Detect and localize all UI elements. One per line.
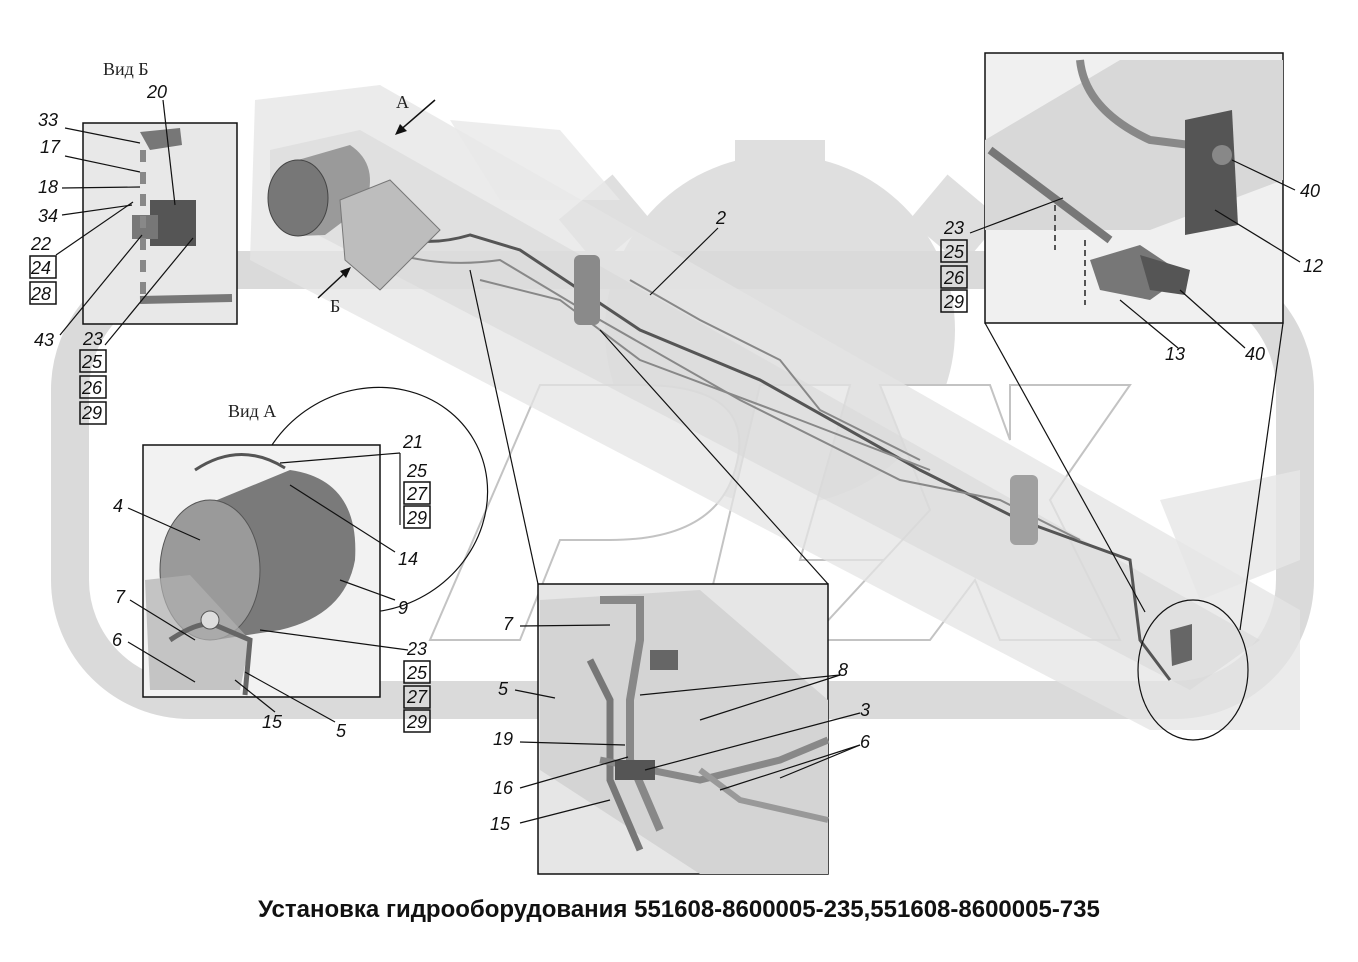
- label-29-a2: 29: [406, 712, 427, 732]
- label-17: 17: [40, 137, 61, 157]
- detail-inset-right: [984, 52, 1284, 324]
- label-15-a: 15: [262, 712, 283, 732]
- label-34: 34: [38, 206, 58, 226]
- label-20: 20: [146, 82, 167, 102]
- leader-2: [649, 227, 719, 296]
- label-13: 13: [1165, 344, 1185, 364]
- label-7-b: 7: [503, 614, 514, 634]
- arrow-a: [397, 99, 436, 133]
- label-25-b: 25: [81, 352, 103, 372]
- label-33: 33: [38, 110, 58, 130]
- view-b-title: Вид Б: [103, 59, 149, 79]
- detail-inset-bottom: [537, 583, 830, 875]
- filter-1: [574, 255, 600, 325]
- label-15-b: 15: [490, 814, 511, 834]
- label-40-a: 40: [1300, 181, 1320, 201]
- label-22: 22: [30, 234, 51, 254]
- label-6-b: 6: [860, 732, 871, 752]
- label-12: 12: [1303, 256, 1323, 276]
- label-6-a: 6: [112, 630, 123, 650]
- label-2: 2: [715, 208, 726, 228]
- inset-link-left: [469, 269, 539, 585]
- bracket-main: [339, 179, 441, 291]
- label-40-b: 40: [1245, 344, 1265, 364]
- label-26-b: 26: [81, 378, 103, 398]
- view-b-inset: [82, 122, 238, 325]
- right-inset-leaders: [969, 159, 1301, 349]
- arrow-b-label: Б: [330, 296, 340, 316]
- boxed-group-a1: 25 27 29: [403, 461, 431, 529]
- boxed-group-b1: 22 24 28: [29, 234, 57, 305]
- right-callout: [1137, 599, 1249, 741]
- label-8: 8: [838, 660, 848, 680]
- arrow-b: [317, 269, 349, 299]
- boxed-group-r: 23 25 26 29: [940, 218, 968, 313]
- label-26-r: 26: [943, 268, 965, 288]
- label-19: 19: [493, 729, 513, 749]
- label-3: 3: [860, 700, 870, 720]
- label-24: 24: [30, 258, 51, 278]
- label-5-a: 5: [336, 721, 347, 741]
- label-25-r: 25: [943, 242, 965, 262]
- label-14: 14: [398, 549, 418, 569]
- label-4: 4: [113, 496, 123, 516]
- label-27-a: 27: [406, 484, 428, 504]
- label-25-a2: 25: [406, 663, 428, 683]
- boxed-group-b2: 23 25 26 29: [79, 329, 107, 425]
- label-23-a: 23: [406, 639, 427, 659]
- label-29-r: 29: [943, 292, 964, 312]
- label-43: 43: [34, 330, 54, 350]
- inset-link-r2: [1239, 322, 1284, 631]
- label-27-a2: 27: [406, 687, 428, 707]
- view-a-leaders: [127, 452, 409, 723]
- label-5-b: 5: [498, 679, 509, 699]
- boxed-group-a2: 23 25 27 29: [403, 639, 431, 733]
- label-29-a: 29: [406, 508, 427, 528]
- label-21: 21: [402, 432, 423, 452]
- label-18: 18: [38, 177, 58, 197]
- inset-link-r1: [984, 322, 1146, 613]
- label-7-a: 7: [115, 587, 126, 607]
- filter-2: [1010, 475, 1038, 545]
- diagram-caption: Установка гидрооборудования 551608-86000…: [258, 896, 1100, 923]
- bottom-inset-leaders: [514, 624, 861, 824]
- label-23-r: 23: [943, 218, 964, 238]
- label-16: 16: [493, 778, 514, 798]
- label-28: 28: [30, 284, 51, 304]
- arrow-a-label: А: [396, 92, 409, 112]
- inset-link-right: [599, 329, 829, 585]
- view-a-title: Вид А: [228, 401, 276, 421]
- view-b-leaders: [55, 99, 194, 346]
- label-25-a: 25: [406, 461, 428, 481]
- label-29-b: 29: [81, 403, 102, 423]
- bracket-right-frame: [1170, 624, 1192, 666]
- view-a-inset: [142, 444, 381, 698]
- label-9: 9: [398, 598, 408, 618]
- label-23-b: 23: [82, 329, 103, 349]
